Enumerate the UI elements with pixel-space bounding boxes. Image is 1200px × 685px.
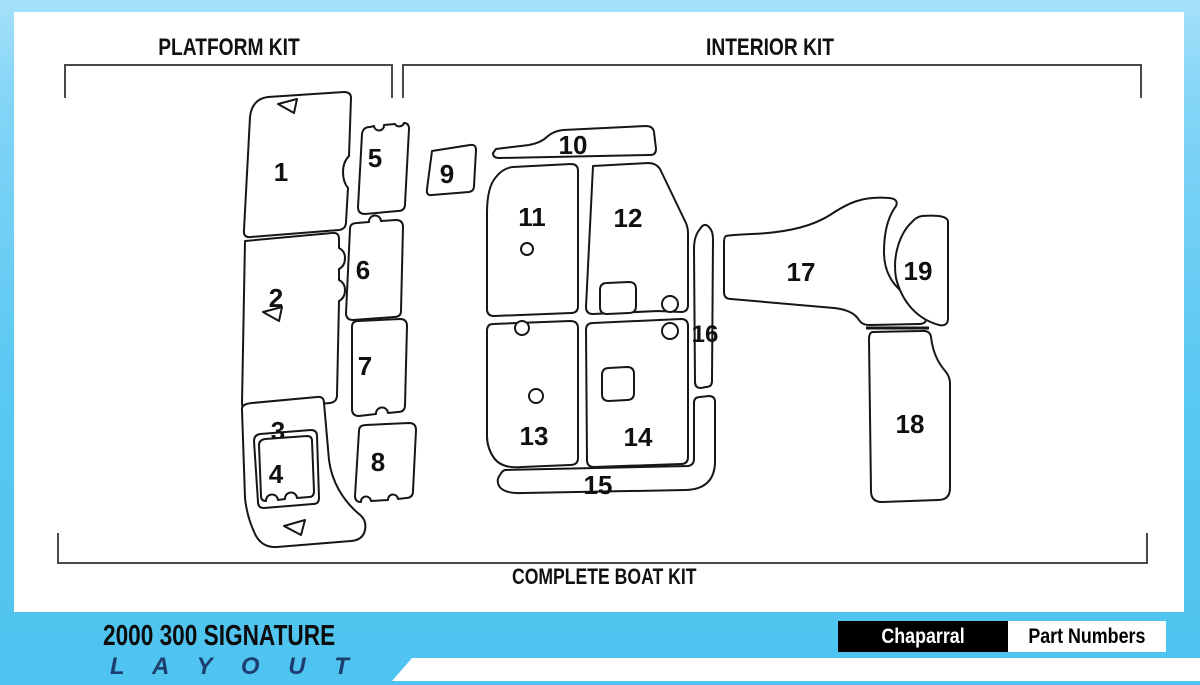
- part-15: 15: [496, 395, 716, 500]
- part-2-outline: [241, 231, 346, 412]
- part-13-notch: [514, 320, 530, 336]
- part-label: 13: [520, 421, 549, 451]
- part-3-outline: [240, 395, 367, 549]
- part-label: 17: [787, 257, 816, 287]
- platform-kit-bracket: [64, 64, 393, 98]
- part-14-notch: [661, 322, 679, 340]
- part-17-outline: [723, 196, 928, 326]
- part-12-notch: [661, 295, 679, 313]
- part-5: 5: [357, 122, 410, 215]
- part-2-triangle-cutout: [262, 306, 283, 322]
- part-label: 10: [559, 130, 588, 160]
- part-1-outline: [242, 91, 352, 239]
- part-10: 10: [492, 125, 657, 160]
- part-label: 19: [904, 256, 933, 286]
- part-11-hole: [520, 242, 534, 256]
- part-14-square-hole: [601, 366, 635, 402]
- part-label: 9: [440, 159, 454, 189]
- part-label: 1: [274, 157, 288, 187]
- part-numbers-tab[interactable]: Part Numbers: [1008, 621, 1166, 652]
- footer-white-wedge: [392, 658, 1200, 681]
- brand-tab[interactable]: Chaparral: [838, 621, 1008, 652]
- part-1-triangle-cutout: [277, 98, 298, 114]
- part-17: 17: [723, 196, 929, 330]
- part-14: 14: [585, 318, 689, 468]
- part-label: 16: [692, 321, 719, 348]
- part-16-outline: [693, 223, 714, 389]
- part-label: 18: [896, 409, 925, 439]
- complete-boat-kit-bracket: [57, 533, 1148, 564]
- part-18: 18: [868, 329, 951, 503]
- part-label: 15: [584, 470, 613, 500]
- part-11: 11: [486, 163, 579, 317]
- part-5-outline: [357, 122, 410, 215]
- part-16: 16: [692, 223, 719, 389]
- part-label: 11: [518, 202, 546, 232]
- part-15-outline: [496, 395, 716, 495]
- part-1: 1: [242, 91, 352, 239]
- part-12-outline: [585, 162, 689, 315]
- part-9: 9: [425, 143, 477, 197]
- part-8: 8: [354, 422, 417, 503]
- part-19: 19: [894, 214, 949, 327]
- part-7-outline: [351, 318, 408, 417]
- part-label: 4: [269, 459, 284, 489]
- part-8-outline: [354, 422, 417, 503]
- part-18-outline: [868, 329, 951, 503]
- part-12-square-hole: [599, 281, 637, 315]
- part-numbers-tab-label: Part Numbers: [1028, 624, 1146, 648]
- layout-label: L A Y O U T: [110, 653, 360, 680]
- part-13-hole: [528, 388, 544, 404]
- part-label: 2: [269, 283, 283, 313]
- model-title: 2000 300 SIGNATURE: [103, 620, 336, 652]
- part-label: 12: [614, 203, 643, 233]
- part-4-outline: [258, 435, 315, 502]
- part-2: 2: [241, 231, 346, 412]
- interior-kit-bracket: [402, 64, 1142, 98]
- interior-kit-header: INTERIOR KIT: [706, 34, 834, 61]
- part-14-outline: [585, 318, 689, 468]
- part-label: 8: [371, 447, 385, 477]
- part-label: 14: [624, 422, 653, 452]
- part-label: 6: [356, 255, 370, 285]
- part-11-outline: [486, 163, 579, 317]
- part-6: 6: [345, 214, 404, 321]
- part-4: 4: [258, 435, 315, 502]
- part-10-outline: [492, 125, 657, 159]
- part-6-outline: [345, 214, 404, 321]
- part-label: 7: [358, 351, 372, 381]
- part-7: 7: [351, 318, 408, 417]
- part-9-outline: [425, 143, 477, 197]
- part-13: 13: [486, 320, 579, 469]
- part-3-triangle-cutout: [283, 519, 306, 536]
- platform-kit-header: PLATFORM KIT: [158, 34, 300, 61]
- part-12: 12: [585, 162, 689, 315]
- part-19-outline: [894, 214, 949, 327]
- complete-boat-kit-header: COMPLETE BOAT KIT: [512, 564, 697, 589]
- part-label: 5: [368, 143, 382, 173]
- brand-tab-label: Chaparral: [881, 624, 965, 648]
